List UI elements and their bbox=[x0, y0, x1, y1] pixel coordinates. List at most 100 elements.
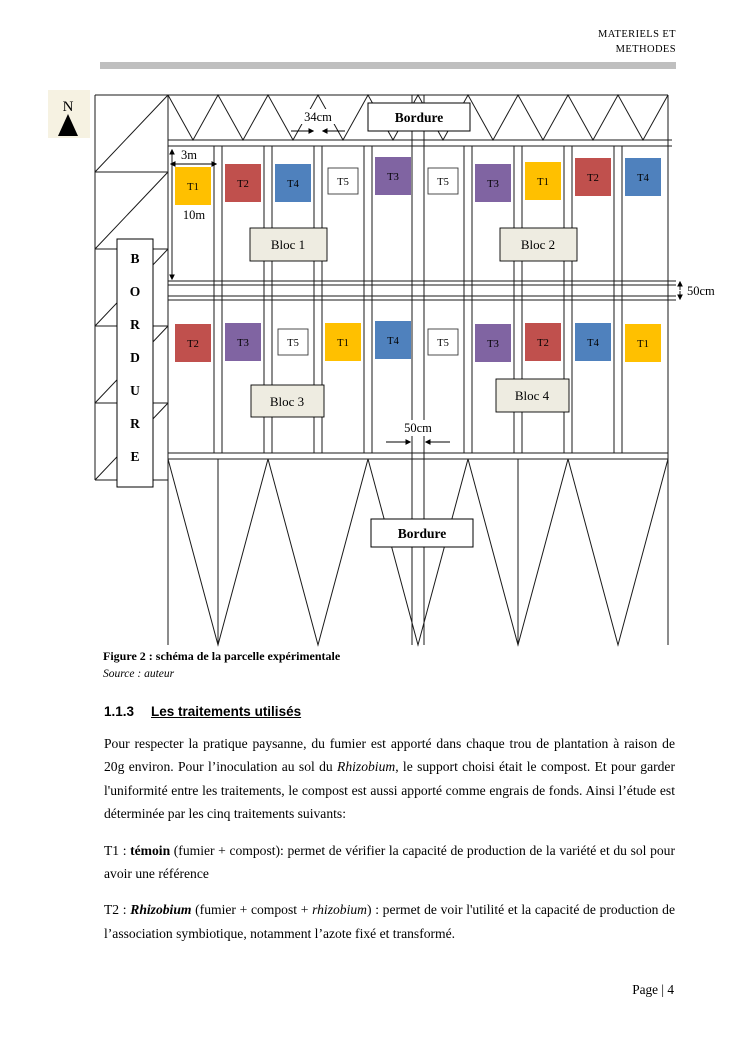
plot-cell-label: T4 bbox=[587, 338, 599, 349]
label-50cm-middle: 50cm bbox=[404, 421, 432, 435]
bloc2-box bbox=[499, 227, 578, 262]
bordure-left-letter: B bbox=[130, 251, 139, 266]
dimension-arrows bbox=[169, 128, 683, 445]
plot-cell-label: T4 bbox=[387, 336, 399, 347]
running-header: MATERIELS ET METHODES bbox=[598, 27, 676, 57]
vertical-edge-lines bbox=[167, 95, 669, 645]
paragraph-intro: Pour respecter la pratique paysanne, du … bbox=[104, 732, 675, 826]
section-number: 1.1.3 bbox=[104, 704, 135, 719]
plot-cell: T4 bbox=[625, 158, 661, 196]
plot-cell: T3 bbox=[475, 164, 511, 202]
plot-cell-box bbox=[427, 328, 459, 356]
plot-cell-label: T5 bbox=[287, 338, 299, 349]
bordure-top-box bbox=[367, 102, 471, 132]
bloc1-box bbox=[249, 227, 328, 262]
bloc2-label: Bloc 2 bbox=[521, 237, 555, 252]
plot-cell-label: T2 bbox=[187, 339, 199, 350]
bordure-bottom-label: Bordure bbox=[398, 526, 447, 541]
plot-cell-box bbox=[375, 321, 411, 359]
plot-cell-box bbox=[625, 158, 661, 196]
bordure-left-letter: U bbox=[130, 383, 140, 398]
bordure-left-letter: D bbox=[130, 350, 140, 365]
t2-text-part: ) : permet de voir l'utilité et la capac… bbox=[104, 902, 675, 941]
label-34cm: 34cm bbox=[304, 110, 332, 124]
mask-50cm-middle bbox=[392, 420, 444, 436]
plot-cell: T2 bbox=[175, 324, 211, 362]
plot-cell-box bbox=[475, 164, 511, 202]
plot-cell: T4 bbox=[575, 323, 611, 361]
bloc3-box bbox=[250, 384, 325, 418]
plot-cell: T1 bbox=[625, 324, 661, 362]
plot-cell-box bbox=[525, 162, 561, 200]
plot-cell-box bbox=[575, 158, 611, 196]
plot-cell-label: T1 bbox=[187, 182, 199, 193]
plot-cell: T5 bbox=[427, 167, 459, 195]
plot-cell: T3 bbox=[225, 323, 261, 361]
mask-10m bbox=[176, 207, 212, 222]
paragraph-t1: T1 : témoin (fumier + compost): permet d… bbox=[104, 839, 675, 886]
bloc-labels: Bloc 1 Bloc 2 Bloc 3 Bloc 4 bbox=[249, 227, 578, 418]
bloc4-label: Bloc 4 bbox=[515, 388, 550, 403]
t1-text-bold: témoin bbox=[130, 842, 171, 858]
intro-text-part: Pour respecter la pratique paysanne, du … bbox=[104, 736, 675, 775]
t1-text-part: T1 : bbox=[104, 842, 131, 858]
bloc3-label: Bloc 3 bbox=[270, 394, 304, 409]
t2-text-bold-italic: Rhizobium bbox=[130, 902, 192, 918]
plot-cell-box bbox=[175, 167, 211, 205]
plot-cell-label: T4 bbox=[637, 173, 649, 184]
label-50cm-right: 50cm bbox=[687, 284, 715, 298]
plot-cell-label: T5 bbox=[437, 177, 449, 188]
bordure-left-letter: E bbox=[130, 449, 139, 464]
running-header-line2: METHODES bbox=[615, 44, 676, 56]
figure-caption-source: Source : auteur bbox=[103, 668, 175, 680]
measurement-labels: 34cm 3m 10m 50cm 50cm bbox=[181, 110, 715, 435]
paragraph-t2: T2 : Rhizobium (fumier + compost + rhizo… bbox=[104, 898, 675, 945]
top-border-hatch bbox=[167, 93, 669, 142]
section-title: Les traitements utilisés bbox=[151, 704, 302, 719]
north-arrow-icon bbox=[58, 114, 78, 136]
mask-3m bbox=[174, 147, 204, 161]
header-rule bbox=[100, 62, 676, 69]
bordure-boxes: Bordure Bordure B O R D U R E bbox=[116, 102, 474, 548]
bloc1-label: Bloc 1 bbox=[271, 237, 305, 252]
horizontal-lines bbox=[95, 94, 676, 460]
plot-cell-box bbox=[225, 323, 261, 361]
plot-cell: T3 bbox=[375, 157, 411, 195]
plot-cell-label: T2 bbox=[537, 338, 549, 349]
label-3m: 3m bbox=[181, 148, 197, 162]
plot-cell-box bbox=[427, 167, 459, 195]
figure-caption-title: Figure 2 : schéma de la parcelle expérim… bbox=[103, 649, 341, 663]
plot-cell: T4 bbox=[375, 321, 411, 359]
plot-cell-label: T4 bbox=[287, 179, 299, 190]
north-indicator: N bbox=[48, 90, 90, 138]
bordure-left-letter: O bbox=[130, 284, 141, 299]
bordure-bottom-box bbox=[370, 518, 474, 548]
plot-cell-label: T5 bbox=[337, 177, 349, 188]
plot-cell-box bbox=[525, 323, 561, 361]
plot-cell-box bbox=[275, 164, 311, 202]
bloc4-box bbox=[495, 378, 570, 413]
plot-cell-label: T2 bbox=[587, 173, 599, 184]
label-10m: 10m bbox=[183, 208, 206, 222]
body-content: 1.1.3 Les traitements utilisés Pour resp… bbox=[104, 704, 675, 945]
t2-text-part: T2 : bbox=[104, 902, 131, 918]
plot-cell-label: T3 bbox=[487, 339, 499, 350]
plot-cell: T5 bbox=[277, 328, 309, 356]
plot-cell-box bbox=[625, 324, 661, 362]
plot-cell: T5 bbox=[327, 167, 359, 195]
plot-cell: T2 bbox=[225, 164, 261, 202]
plot-cell-box bbox=[475, 324, 511, 362]
bordure-left-letter: R bbox=[130, 416, 140, 431]
treatment-row-2: T2 T3 T5 T1 T4 T5 T3 T2 T4 T1 bbox=[175, 321, 661, 362]
plot-cell-label: T5 bbox=[437, 338, 449, 349]
running-header-line1: MATERIELS ET bbox=[597, 29, 676, 40]
plot-cell-box bbox=[175, 324, 211, 362]
mask-34cm bbox=[296, 109, 340, 124]
plot-cell: T5 bbox=[427, 328, 459, 356]
plot-cell-box bbox=[327, 167, 359, 195]
t2-text-italic: rhizobium bbox=[312, 902, 367, 918]
plot-cell-label: T1 bbox=[637, 339, 649, 350]
plot-cell-box bbox=[375, 157, 411, 195]
page-number: Page | 4 bbox=[632, 982, 674, 997]
